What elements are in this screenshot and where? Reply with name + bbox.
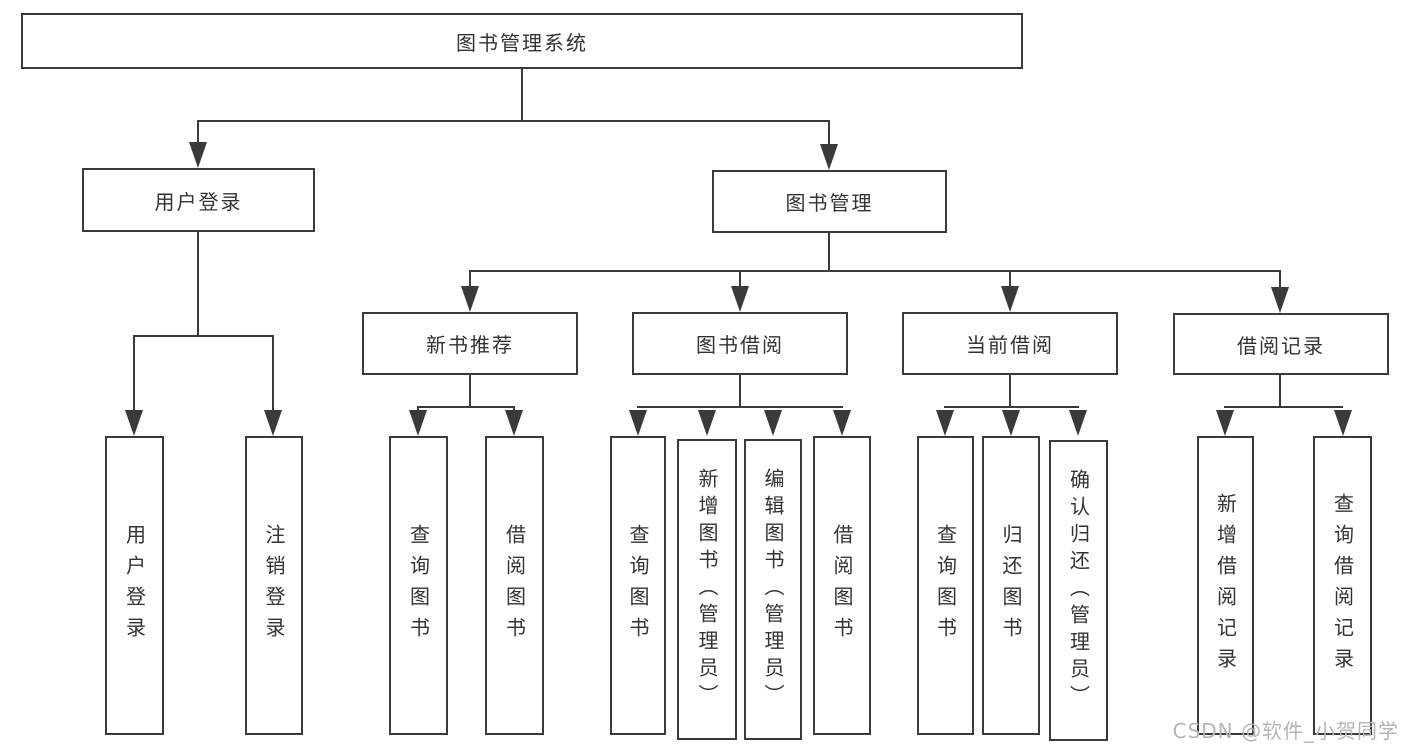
node-new-book-recommend: 新书推荐 — [362, 312, 578, 375]
connector-new-book-split — [417, 406, 515, 408]
arrow-to-add-book — [698, 410, 716, 436]
leaf-borrow-books-1: 借阅图书 — [485, 436, 544, 735]
node-borrow-records-label: 借阅记录 — [1237, 333, 1325, 358]
leaf-query-books-2: 查询图书 — [610, 436, 666, 735]
connector-user-login-stem — [197, 232, 199, 335]
node-root-label: 图书管理系统 — [456, 30, 588, 55]
node-book-borrow-label: 图书借阅 — [696, 333, 784, 357]
arrow-to-borrow-books-2 — [833, 410, 851, 436]
leaf-confirm-return-admin-label: 确认归还（管理员） — [1066, 469, 1091, 712]
connector-drop-current-borrow — [1009, 270, 1011, 290]
connector-book-borrow-split — [637, 406, 843, 408]
arrow-to-leaf-user-login — [125, 410, 143, 436]
leaf-logout-label: 注销登录 — [262, 523, 286, 648]
arrow-to-borrow-records — [1271, 287, 1289, 313]
connector-book-management-stem — [828, 233, 830, 270]
arrow-to-current-borrow — [1001, 286, 1019, 312]
connector-drop-book-management — [828, 120, 830, 150]
connector-drop-borrow-records — [1279, 270, 1281, 290]
node-book-borrow: 图书借阅 — [632, 312, 848, 375]
connector-user-login-split — [133, 335, 274, 337]
leaf-query-books-3: 查询图书 — [917, 436, 974, 735]
leaf-query-books-2-label: 查询图书 — [626, 523, 650, 648]
arrow-to-query-books-2 — [629, 410, 647, 436]
connector-root-stem — [521, 69, 523, 120]
connector-book-borrow-stem — [739, 375, 741, 408]
leaf-add-book-admin-label: 新增图书（管理员） — [695, 468, 719, 711]
leaf-borrow-books-1-label: 借阅图书 — [502, 523, 527, 648]
leaf-add-book-admin: 新增图书（管理员） — [677, 439, 737, 740]
connector-drop-leaf-user-login — [133, 335, 135, 413]
connector-new-book-stem — [469, 375, 471, 408]
arrow-to-new-book — [461, 286, 479, 312]
leaf-confirm-return-admin: 确认归还（管理员） — [1049, 440, 1108, 741]
arrow-to-borrow-books-1 — [505, 410, 523, 436]
node-borrow-records: 借阅记录 — [1173, 313, 1389, 375]
arrow-to-confirm-return — [1069, 410, 1087, 436]
arrow-to-user-login — [189, 142, 207, 168]
leaf-add-borrow-record-label: 新增借阅记录 — [1213, 492, 1238, 679]
leaf-query-books-1: 查询图书 — [389, 436, 448, 735]
node-root: 图书管理系统 — [21, 13, 1023, 69]
leaf-query-books-1-label: 查询图书 — [406, 523, 431, 648]
leaf-user-login: 用户登录 — [105, 436, 164, 735]
arrow-to-query-borrow-record — [1334, 410, 1352, 436]
connector-root-split — [197, 120, 830, 122]
arrow-to-return-book — [1002, 410, 1020, 436]
connector-drop-leaf-logout — [272, 335, 274, 413]
connector-drop-new-book — [469, 270, 471, 290]
watermark-text: CSDN @软件_小贺同学 — [1172, 719, 1399, 743]
arrow-to-add-borrow-record — [1216, 410, 1234, 436]
node-new-book-recommend-label: 新书推荐 — [426, 333, 514, 357]
leaf-edit-book-admin: 编辑图书（管理员） — [744, 439, 802, 740]
arrow-to-query-books-3 — [936, 410, 954, 436]
leaf-edit-book-admin-label: 编辑图书（管理员） — [761, 468, 785, 711]
leaf-logout: 注销登录 — [245, 436, 303, 735]
node-current-borrow: 当前借阅 — [902, 312, 1118, 375]
arrow-to-leaf-logout — [264, 410, 282, 436]
leaf-query-borrow-record-label: 查询借阅记录 — [1330, 492, 1355, 679]
arrow-to-book-management — [820, 144, 838, 170]
connector-borrow-records-stem — [1279, 375, 1281, 408]
connector-current-borrow-split — [944, 406, 1079, 408]
node-book-management: 图书管理 — [712, 170, 947, 233]
connector-borrow-records-split — [1224, 406, 1343, 408]
leaf-return-book: 归还图书 — [982, 436, 1040, 735]
leaf-query-books-3-label: 查询图书 — [933, 523, 958, 648]
leaf-add-borrow-record: 新增借阅记录 — [1197, 436, 1254, 735]
leaf-user-login-label: 用户登录 — [122, 523, 147, 648]
arrow-to-edit-book — [764, 410, 782, 436]
leaf-borrow-books-2: 借阅图书 — [813, 436, 871, 735]
connector-current-borrow-stem — [1009, 375, 1011, 408]
node-book-management-label: 图书管理 — [785, 191, 874, 215]
node-current-borrow-label: 当前借阅 — [966, 333, 1054, 357]
node-user-login: 用户登录 — [82, 168, 315, 232]
leaf-borrow-books-2-label: 借阅图书 — [830, 523, 854, 648]
arrow-to-query-books-1 — [409, 410, 427, 436]
connector-book-management-split — [469, 270, 1281, 272]
connector-drop-book-borrow — [739, 270, 741, 290]
arrow-to-book-borrow — [731, 286, 749, 312]
leaf-return-book-label: 归还图书 — [999, 523, 1023, 648]
leaf-query-borrow-record: 查询借阅记录 — [1313, 436, 1372, 735]
node-user-login-label: 用户登录 — [154, 189, 243, 214]
connector-drop-user-login — [197, 120, 199, 148]
